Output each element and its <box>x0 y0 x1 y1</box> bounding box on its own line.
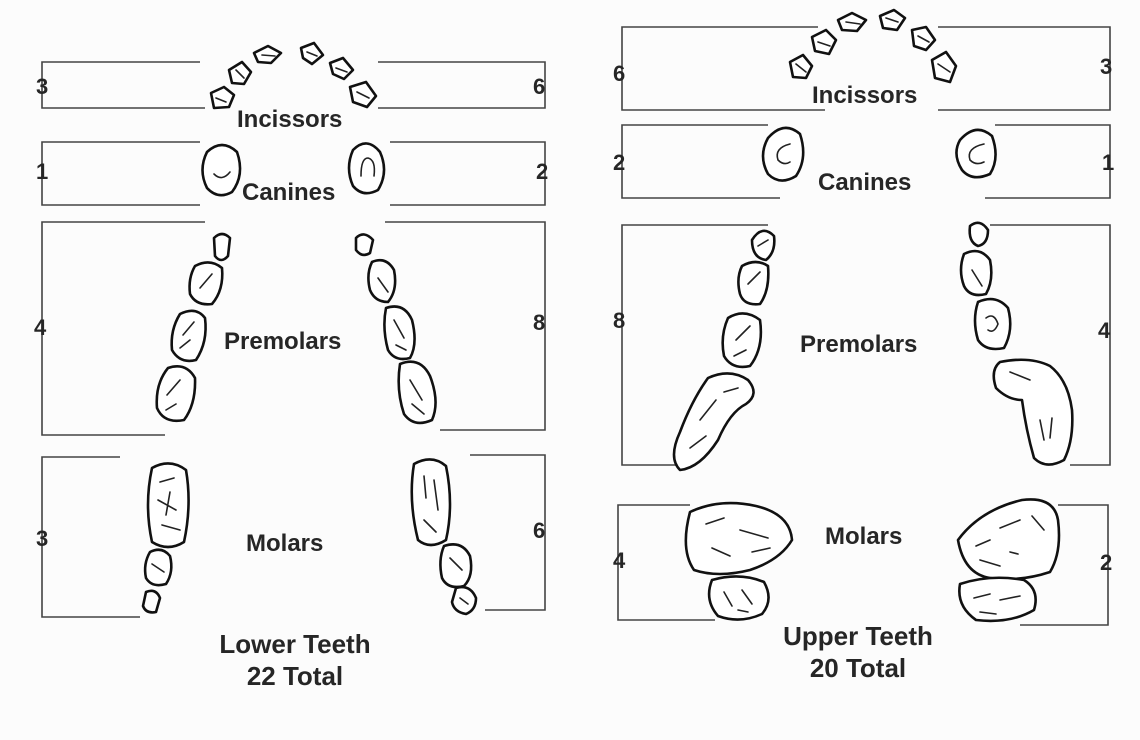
upper-incisors-right-count: 3 <box>1100 56 1112 78</box>
lower-teeth-caption: Lower Teeth 22 Total <box>195 628 395 692</box>
upper-premolars-right-count: 4 <box>1098 320 1110 342</box>
lower-right-molar-teeth <box>412 459 476 614</box>
lower-molars-label: Molars <box>246 532 323 556</box>
upper-canines-right-count: 1 <box>1102 152 1114 174</box>
lower-incisors-left-bracket <box>42 62 205 108</box>
lower-right-premolar-teeth <box>356 234 436 422</box>
lower-incisors-label: Incissors <box>237 108 342 132</box>
upper-canines-left-bracket <box>622 125 780 198</box>
upper-incisors-left-count: 6 <box>613 63 625 85</box>
upper-right-premolar-teeth <box>961 223 1072 465</box>
upper-premolars-label: Premolars <box>800 333 917 357</box>
lower-incisors-right-bracket <box>378 62 545 108</box>
lower-canines-left-count: 1 <box>36 161 48 183</box>
lower-left-molar-teeth <box>143 463 189 612</box>
upper-teeth-caption: Upper Teeth 20 Total <box>758 620 958 684</box>
lower-canines-right-count: 2 <box>536 161 548 183</box>
lower-premolars-right-count: 8 <box>533 312 545 334</box>
upper-molars-left-count: 4 <box>613 550 625 572</box>
upper-left-molar-teeth <box>686 503 792 619</box>
upper-incisors-label: Incissors <box>812 84 917 108</box>
upper-incisors-right-bracket <box>938 27 1110 110</box>
lower-molars-right-count: 6 <box>533 520 545 542</box>
lower-molars-left-count: 3 <box>36 528 48 550</box>
upper-incisor-teeth <box>790 10 956 82</box>
upper-right-molar-teeth <box>958 499 1059 620</box>
lower-canines-right-bracket <box>390 142 545 205</box>
upper-molars-label: Molars <box>825 525 902 549</box>
upper-premolars-left-count: 8 <box>613 310 625 332</box>
upper-molars-right-count: 2 <box>1100 552 1112 574</box>
lower-incisors-left-count: 3 <box>36 76 48 98</box>
lower-premolars-label: Premolars <box>224 330 341 354</box>
upper-teeth-caption-title: Upper Teeth <box>758 620 958 652</box>
lower-incisors-right-count: 6 <box>533 76 545 98</box>
lower-premolars-left-count: 4 <box>34 317 46 339</box>
upper-canines-left-count: 2 <box>613 152 625 174</box>
upper-left-premolar-teeth <box>674 231 774 470</box>
lower-canines-label: Canines <box>242 181 335 205</box>
lower-molars-left-bracket <box>42 457 140 617</box>
lower-teeth-caption-title: Lower Teeth <box>195 628 395 660</box>
lower-incisor-teeth <box>211 43 376 108</box>
lower-teeth-total: 22 Total <box>195 660 395 692</box>
upper-canines-label: Canines <box>818 171 911 195</box>
lower-canines-left-bracket <box>42 142 200 205</box>
lower-left-premolar-teeth <box>157 234 230 421</box>
upper-canines-right-bracket <box>985 125 1110 198</box>
upper-teeth-total: 20 Total <box>758 652 958 684</box>
